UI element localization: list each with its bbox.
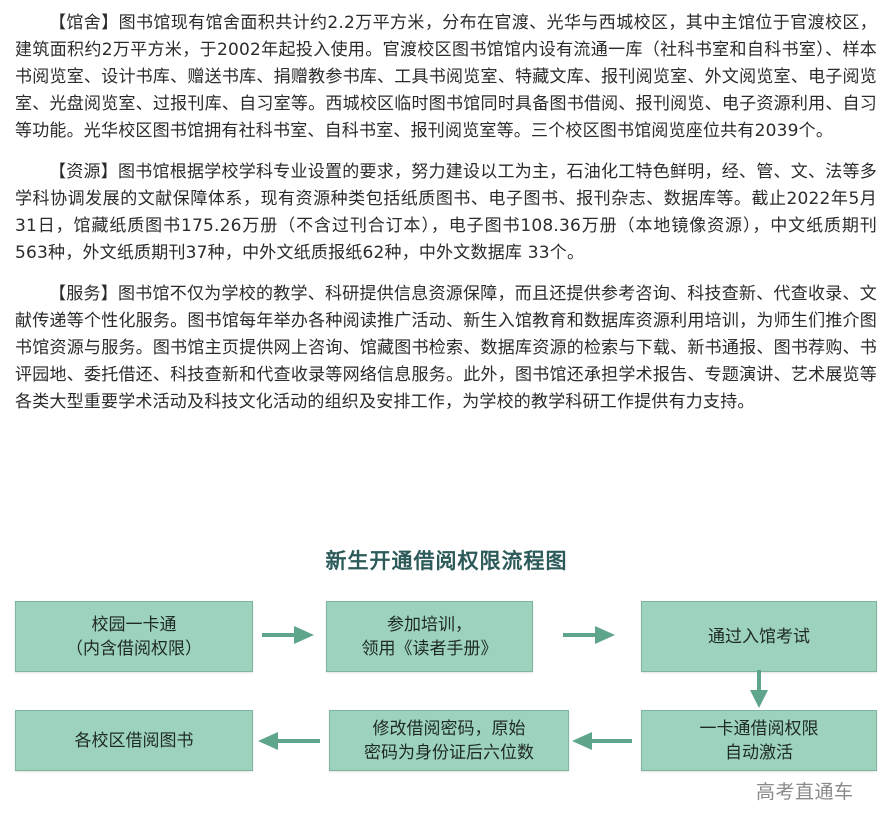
step-line: 一卡通借阅权限 — [699, 718, 819, 739]
arrow-right-icon — [563, 623, 615, 647]
step-line: 修改借阅密码，原始 — [372, 718, 526, 739]
flow-step-campus-card: 校园一卡通 （内含借阅权限） — [15, 601, 253, 672]
arrow-right-icon — [262, 623, 314, 647]
step-line: 密码为身份证后六位数 — [364, 742, 534, 763]
watermark: 高考直通车 — [756, 781, 854, 803]
flow-step-borrow-books: 各校区借阅图书 — [15, 710, 253, 771]
paragraph-tag: 【服务】 — [49, 284, 119, 304]
arrow-down-icon — [748, 670, 770, 708]
flow-step-auto-activate: 一卡通借阅权限 自动激活 — [641, 710, 877, 771]
arrow-left-icon — [572, 729, 632, 753]
step-line: 领用《读者手册》 — [361, 638, 498, 659]
flowchart-title: 新生开通借阅权限流程图 — [325, 549, 568, 573]
paragraph-tag: 【资源】 — [49, 162, 119, 182]
flow-step-training: 参加培训， 领用《读者手册》 — [326, 601, 533, 672]
paragraph-services: 【服务】图书馆不仅为学校的教学、科研提供信息资源保障，而且还提供参考咨询、科技查… — [15, 281, 877, 416]
flow-step-change-password: 修改借阅密码，原始 密码为身份证后六位数 — [329, 710, 569, 771]
paragraph-text: 图书馆不仅为学校的教学、科研提供信息资源保障，而且还提供参考咨询、科技查新、代查… — [15, 284, 877, 412]
article-body: 【馆舍】图书馆现有馆舍面积共计约2.2万平方米，分布在官渡、光华与西城校区，其中… — [15, 10, 877, 430]
step-line: 各校区借阅图书 — [74, 730, 194, 751]
flow-step-entry-exam: 通过入馆考试 — [641, 601, 877, 672]
step-line: 通过入馆考试 — [708, 626, 810, 647]
paragraph-resources: 【资源】图书馆根据学校学科专业设置的要求，努力建设以工为主，石油化工特色鲜明，经… — [15, 159, 877, 267]
arrow-left-icon — [258, 729, 320, 753]
step-line: 自动激活 — [725, 742, 793, 763]
step-line: 校园一卡通 — [91, 614, 177, 635]
paragraph-facilities: 【馆舍】图书馆现有馆舍面积共计约2.2万平方米，分布在官渡、光华与西城校区，其中… — [15, 10, 877, 145]
step-line: 参加培训， — [387, 614, 472, 635]
paragraph-text: 图书馆现有馆舍面积共计约2.2万平方米，分布在官渡、光华与西城校区，其中主馆位于… — [15, 13, 877, 141]
step-line: （内含借阅权限） — [66, 638, 202, 659]
paragraph-tag: 【馆舍】 — [49, 13, 119, 33]
paragraph-text: 图书馆根据学校学科专业设置的要求，努力建设以工为主，石油化工特色鲜明，经、管、文… — [15, 162, 877, 263]
